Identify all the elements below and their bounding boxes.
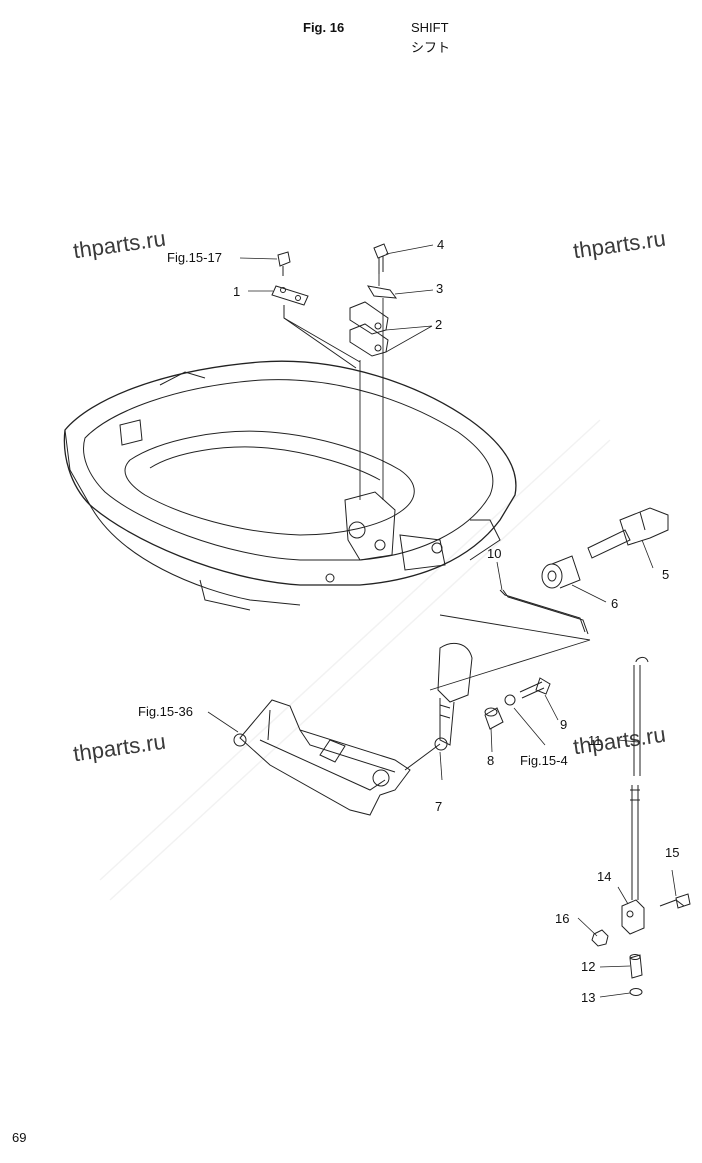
callout-12: 12	[581, 959, 596, 974]
assembly-lines	[284, 274, 590, 690]
callout-4: 4	[437, 237, 445, 252]
callout-leaders	[208, 245, 676, 997]
part-11-shift-rod	[630, 657, 648, 900]
ref-fig-15-4: Fig.15-4	[520, 753, 568, 768]
part-6-collar	[542, 556, 580, 588]
part-15-screw	[660, 894, 690, 908]
callout-1: 1	[233, 284, 241, 299]
callout-11: 11	[588, 733, 602, 748]
callout-14: 14	[597, 869, 612, 884]
part-10-rod	[500, 590, 588, 634]
ref-fig-15-17: Fig.15-17	[167, 250, 222, 265]
bolt-ref-15-17	[278, 252, 290, 276]
callout-15: 15	[665, 845, 680, 860]
callout-16: 16	[555, 911, 570, 926]
callout-13: 13	[581, 990, 596, 1005]
diagonal-watermark	[100, 420, 610, 900]
part-7-shift-lever	[435, 643, 472, 750]
part-9-bolt	[505, 678, 550, 705]
part-8-sleeve	[485, 708, 503, 729]
callout-6: 6	[611, 596, 619, 611]
part-2-clips	[350, 302, 388, 356]
mount-bracket	[234, 700, 440, 815]
part-4-bolt	[374, 244, 388, 274]
callout-5: 5	[662, 567, 670, 582]
callout-7: 7	[435, 799, 443, 814]
part-13-washer	[630, 989, 642, 996]
part-1-plate	[272, 286, 356, 368]
part-12-spacer	[630, 955, 642, 979]
part-3-bracket	[368, 286, 396, 298]
callout-8: 8	[487, 753, 495, 768]
callout-3: 3	[436, 281, 444, 296]
figure-title-japanese: シフト	[411, 41, 451, 56]
callout-2: 2	[435, 317, 443, 332]
part-5-shift-shaft	[588, 508, 668, 558]
callout-9: 9	[560, 717, 568, 732]
part-14-joint	[622, 900, 644, 934]
callout-10: 10	[487, 546, 502, 561]
ref-fig-15-36: Fig.15-36	[138, 704, 193, 719]
bottom-cowling	[64, 361, 516, 610]
figure-number: Fig. 16	[303, 20, 345, 35]
part-16-nut	[592, 930, 608, 946]
page-number: 69	[12, 1130, 27, 1145]
figure-title: SHIFT	[411, 20, 449, 35]
